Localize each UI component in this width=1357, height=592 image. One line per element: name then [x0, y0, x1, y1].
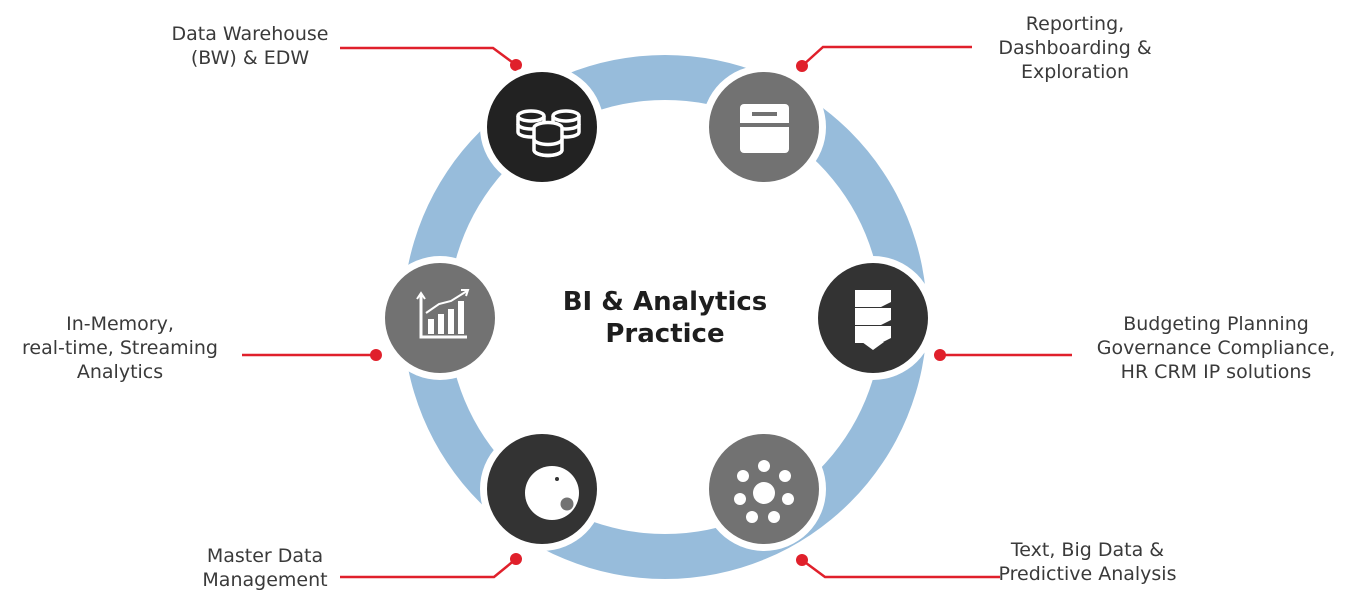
connector-data-warehouse: [340, 46, 517, 67]
label-line: Dashboarding &: [998, 37, 1152, 59]
label-line: Exploration: [1020, 61, 1130, 83]
connector-dot-text-big-data: [796, 554, 808, 566]
label-line: Text, Big Data &: [1010, 539, 1165, 561]
label-text-big-data: Text, Big Data & Predictive Analysis: [980, 538, 1195, 586]
center-title-line-2: Practice: [605, 319, 725, 349]
node-data-warehouse: [480, 65, 604, 189]
label-line: Data Warehouse: [171, 23, 329, 45]
label-line: HR CRM IP solutions: [1120, 361, 1312, 383]
label-line: Predictive Analysis: [998, 563, 1177, 585]
node-budgeting: [811, 256, 935, 380]
connector-dot-budgeting: [934, 349, 946, 361]
label-line: (BW) & EDW: [190, 47, 310, 69]
connector-master-data: [340, 558, 517, 579]
dots-cluster-icon: [734, 460, 794, 523]
connector-reporting: [801, 45, 972, 67]
bar-chart-trend-icon: [416, 289, 470, 339]
label-line: Reporting,: [1025, 13, 1125, 35]
connector-dot-data-warehouse: [510, 59, 522, 71]
node-text-big-data: [702, 427, 826, 551]
node-in-memory: [378, 256, 502, 380]
window-panel-icon: [740, 104, 789, 153]
label-line: real-time, Streaming: [22, 337, 218, 359]
label-in-memory: In-Memory, real-time, Streaming Analytic…: [0, 312, 240, 384]
label-reporting: Reporting, Dashboarding & Exploration: [970, 12, 1180, 84]
connector-text-big-data: [801, 558, 1000, 579]
connector-dot-in-memory: [370, 349, 382, 361]
connector-dot-reporting: [796, 60, 808, 72]
connector-dot-master-data: [510, 553, 522, 565]
label-budgeting: Budgeting Planning Governance Compliance…: [1078, 312, 1354, 384]
node-reporting: [702, 65, 826, 189]
label-master-data: Master Data Management: [180, 544, 350, 592]
label-line: Analytics: [76, 361, 164, 383]
center-title-line-1: BI & Analytics: [562, 287, 768, 317]
label-data-warehouse: Data Warehouse (BW) & EDW: [150, 22, 350, 70]
label-line: Management: [202, 569, 328, 591]
database-stack-icon: [516, 109, 581, 158]
label-line: In-Memory,: [66, 313, 174, 335]
node-master-data: [480, 427, 604, 551]
layered-stack-icon: [855, 290, 891, 350]
label-line: Budgeting Planning: [1123, 313, 1309, 335]
label-line: Master Data: [206, 545, 324, 567]
label-line: Governance Compliance,: [1096, 337, 1336, 359]
center-title: BI & Analytics Practice: [535, 286, 795, 350]
gauge-dial-icon: [525, 466, 579, 520]
